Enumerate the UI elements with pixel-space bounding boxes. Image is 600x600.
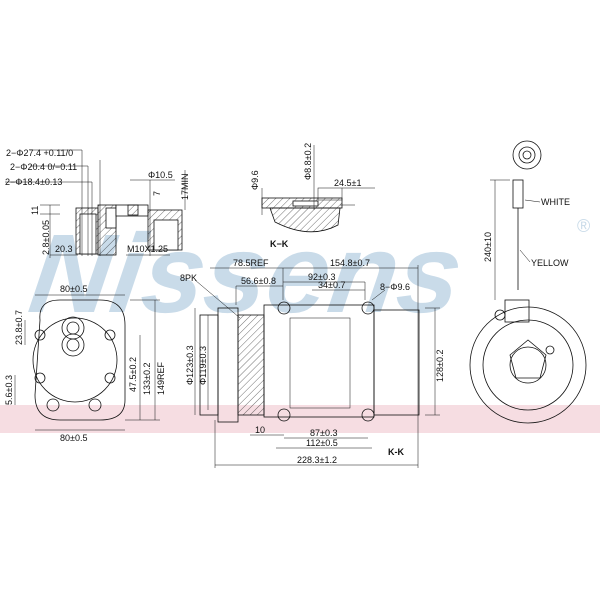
- section-mark-kk: K-K: [388, 447, 404, 457]
- dim-112: 112±0.5: [306, 438, 338, 448]
- dim-119: Φ119±0.3: [198, 346, 208, 385]
- dim-87: 87±0.3: [310, 428, 337, 438]
- dim-123: Φ123±0.3: [185, 345, 195, 385]
- front-view: 80±0.5 23.8±0.7 47.5±0.2 133±0.2 149REF …: [4, 284, 166, 443]
- dim-228-3: 228.3±1.2: [297, 455, 337, 465]
- clutch-view: WHITE YELLOW 240±10: [469, 140, 587, 424]
- dim-24-5: 24.5±1: [334, 178, 361, 188]
- side-view: 78.5REF 154.8±0.7 92±0.3 56.6±0.8 34±0.7…: [180, 258, 445, 468]
- dim-47-5: 47.5±0.2: [128, 357, 138, 392]
- dim-149ref: 149REF: [156, 361, 166, 395]
- dim-20-3: 20.3: [55, 244, 73, 254]
- registered-mark: ®: [577, 216, 590, 236]
- dim-2-8: 2.8±0.05: [41, 220, 51, 255]
- section-kk-view: Φ9.6 Φ8.8±0.2 24.5±1 K−K: [250, 143, 375, 249]
- fitting-view: 2−Φ27.4 +0.11/0 2−Φ20.4 0/−0.11 2−Φ18.4±…: [5, 148, 190, 258]
- dim-10: 10: [255, 425, 265, 435]
- dim-80-bottom: 80±0.5: [60, 433, 87, 443]
- dim-133: 133±0.2: [142, 363, 152, 395]
- dim-m10: M10X1.25: [127, 244, 168, 254]
- dim-34: 34±0.7: [318, 280, 345, 290]
- wire-yellow-label: YELLOW: [531, 258, 569, 268]
- dim-78-5ref: 78.5REF: [233, 258, 269, 268]
- dim-240: 240±10: [483, 232, 493, 262]
- dim-56-6: 56.6±0.8: [241, 276, 276, 286]
- dim-17min: 17MIN: [180, 173, 190, 200]
- wire-white-label: WHITE: [541, 197, 570, 207]
- dim-7: 7: [152, 191, 162, 196]
- dim-18-4: 2−Φ18.4±0.13: [5, 177, 62, 187]
- pink-band: [0, 405, 600, 433]
- dim-11: 11: [30, 206, 40, 215]
- dim-23-8: 23.8±0.7: [14, 310, 24, 345]
- dim-154-8: 154.8±0.7: [330, 258, 370, 268]
- dim-5-6: 5.6±0.3: [4, 375, 14, 405]
- dim-27-4: 2−Φ27.4 +0.11/0: [6, 148, 73, 158]
- dim-92: 92±0.3: [308, 272, 335, 282]
- section-kk-title: K−K: [270, 239, 289, 249]
- dim-9-6: Φ9.6: [250, 170, 260, 190]
- dim-8pk: 8PK: [180, 273, 197, 283]
- dim-20-4: 2−Φ20.4 0/−0.11: [10, 162, 77, 172]
- dim-80-top: 80±0.5: [60, 284, 87, 294]
- dim-8-9-6: 8−Φ9.6: [380, 282, 410, 292]
- dim-10-5: Φ10.5: [148, 170, 173, 180]
- dim-8-8: Φ8.8±0.2: [303, 143, 313, 180]
- dim-128: 128±0.2: [435, 350, 445, 382]
